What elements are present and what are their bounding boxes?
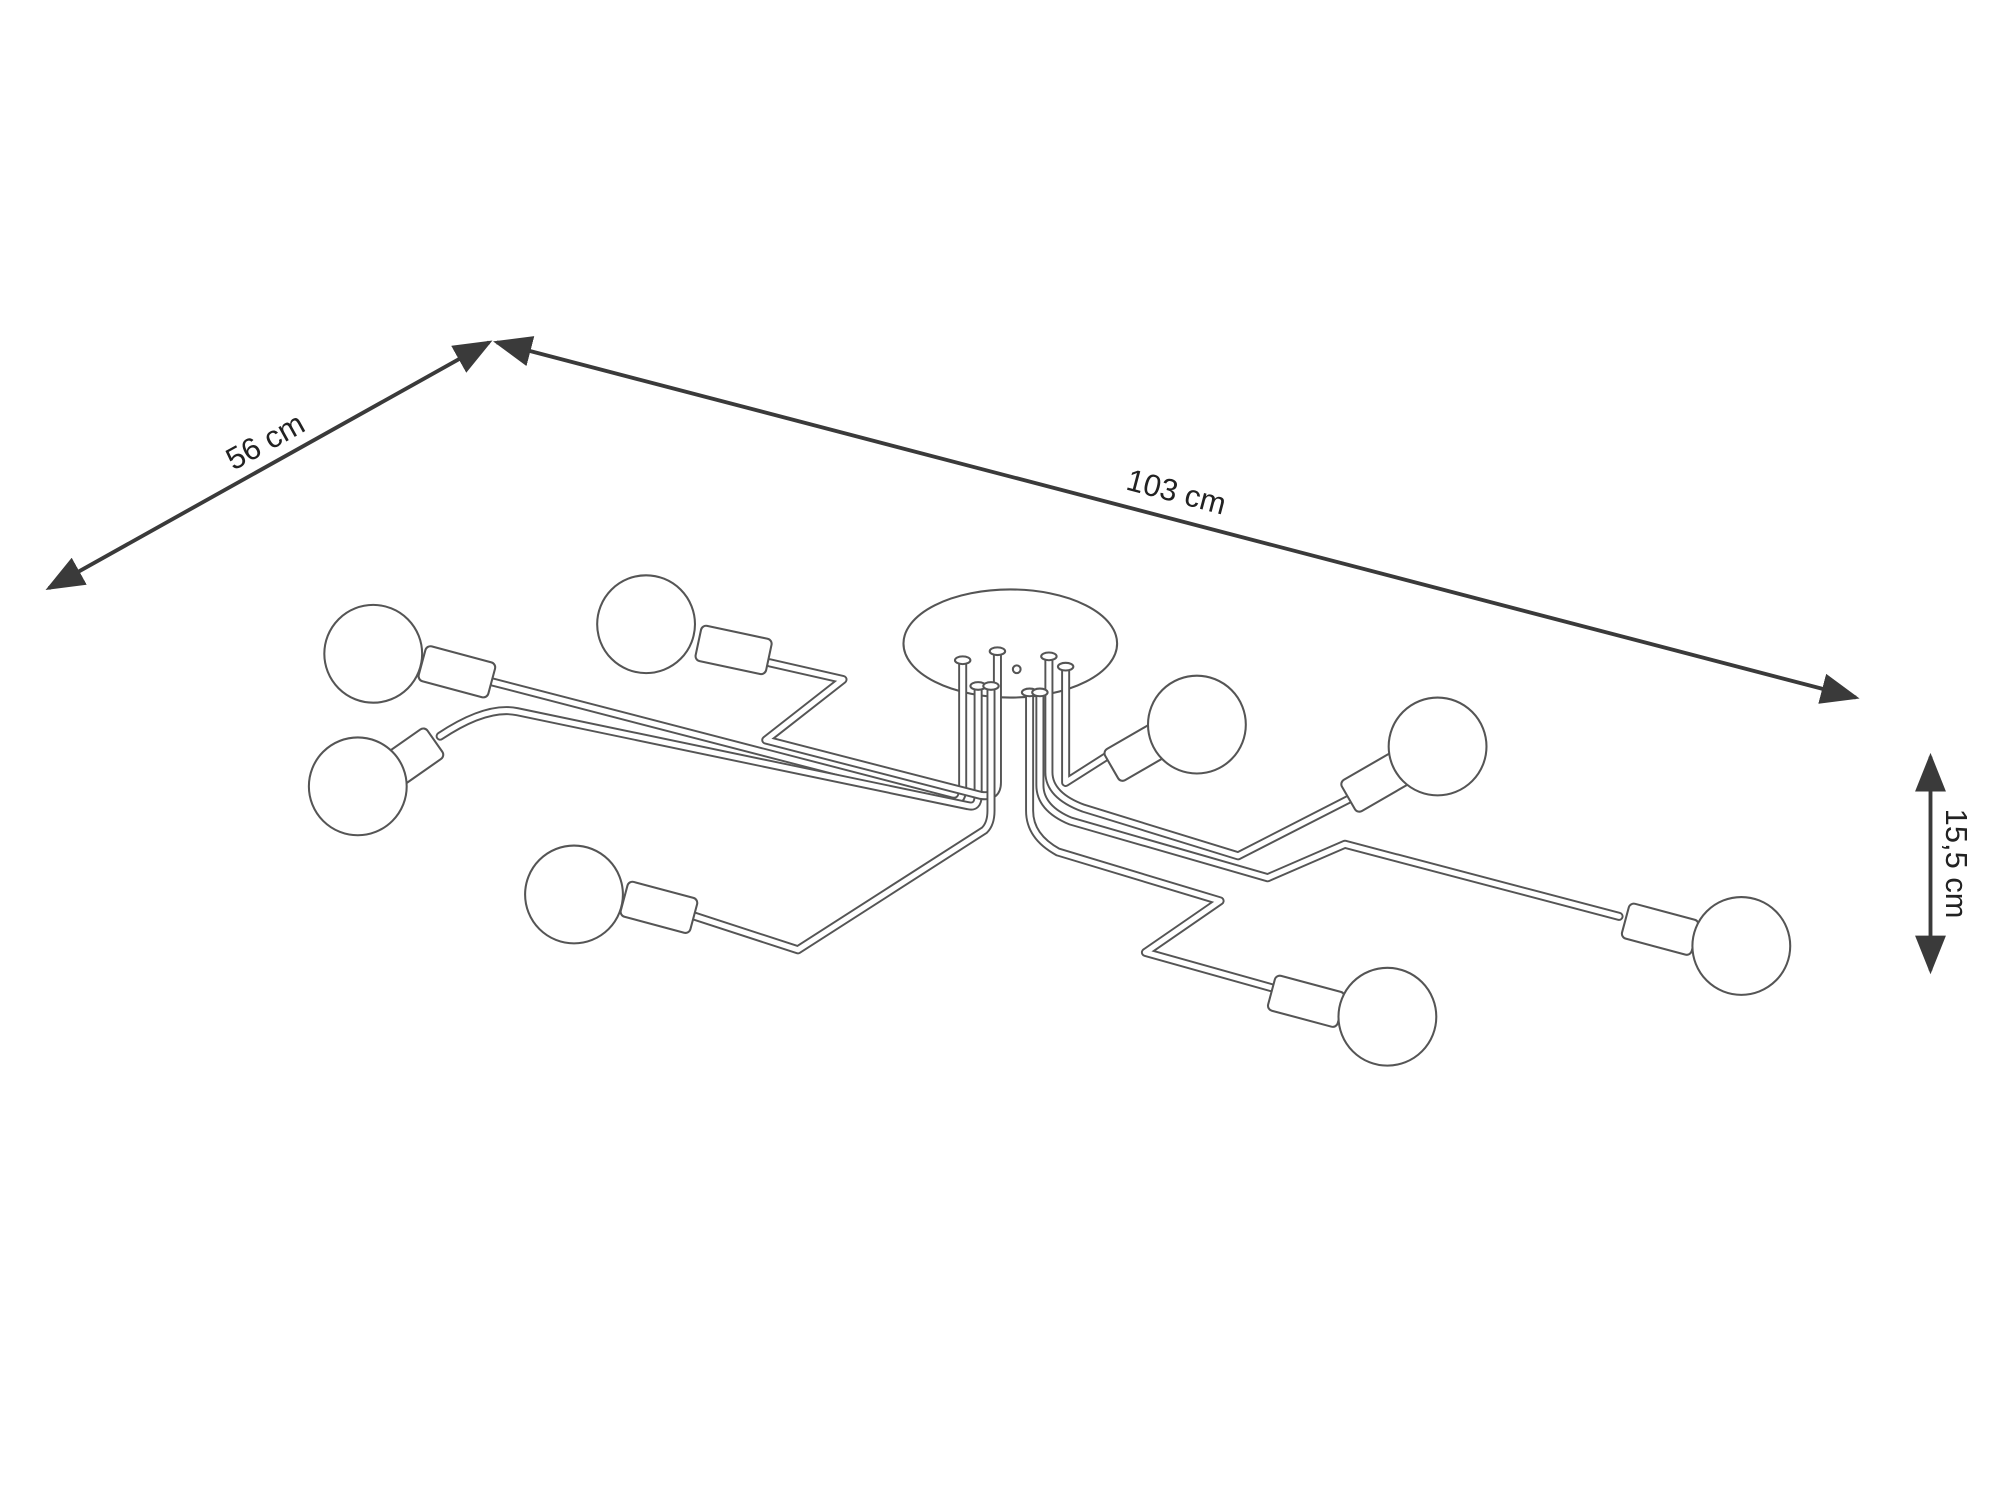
- socket-8: [1266, 974, 1346, 1028]
- socket-1: [417, 645, 497, 699]
- arm-2-inner: [437, 685, 981, 809]
- stem-caps: [953, 646, 1075, 698]
- arm-4-inner: [692, 685, 994, 953]
- bulb-1: [323, 603, 424, 704]
- socket-3: [694, 624, 773, 676]
- arm-6-inner: [1046, 656, 1354, 859]
- arm-7-inner: [1037, 692, 1622, 919]
- width-label: 103 cm: [1123, 462, 1230, 522]
- bulb-8: [1337, 966, 1438, 1067]
- ceiling-canopy: [902, 588, 1119, 699]
- width-dimension-line: [493, 336, 1860, 704]
- arm-1-inner: [490, 660, 966, 804]
- depth-dimension-line: [45, 340, 493, 591]
- bulb-3: [596, 574, 697, 675]
- canopy-screw: [1011, 664, 1022, 675]
- arm-4: [690, 684, 996, 955]
- bulb-7: [1691, 896, 1792, 996]
- bulbs: [307, 574, 1792, 1067]
- bulb-4: [524, 844, 624, 945]
- bulb-6: [1387, 696, 1488, 797]
- height-label: 15,5 cm: [1939, 809, 1974, 919]
- bulb-2: [307, 736, 408, 837]
- lamp-arms: [435, 649, 1624, 993]
- arm-5-inner: [1063, 666, 1125, 786]
- bulb-5: [1146, 674, 1247, 775]
- arm-1: [488, 658, 968, 806]
- socket-7: [1620, 902, 1700, 956]
- socket-4: [619, 880, 699, 934]
- arm-8-inner: [1027, 692, 1277, 991]
